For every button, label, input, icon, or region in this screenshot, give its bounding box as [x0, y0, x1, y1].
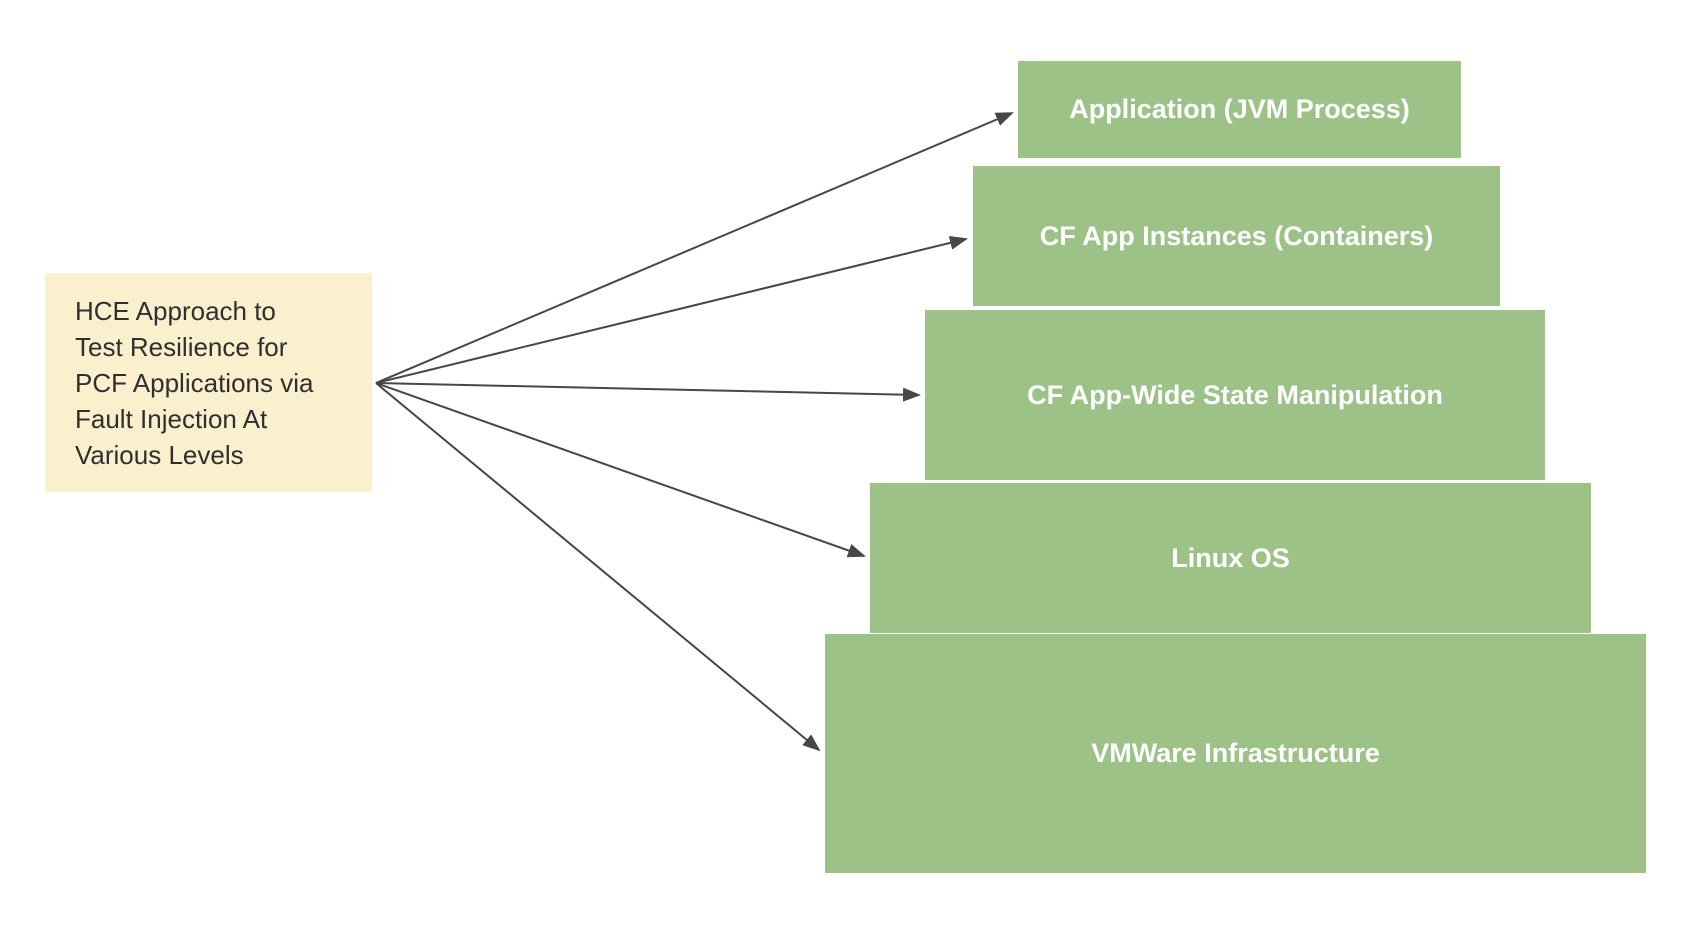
level-label-vmware-infrastructure: VMWare Infrastructure	[1091, 738, 1380, 768]
note-line-2: Test Resilience for	[75, 331, 288, 362]
level-label-cf-app-instances: CF App Instances (Containers)	[1039, 220, 1434, 251]
note-line-4: Fault Injection At	[75, 403, 268, 434]
arrow-to-application	[375, 112, 1014, 384]
note-line-3: PCF Applications via	[75, 367, 314, 398]
level-linux-os: Linux OS	[870, 483, 1591, 633]
arrow-to-cf-app-instances	[375, 235, 968, 384]
level-label-linux-os: Linux OS	[1171, 542, 1290, 573]
arrow-to-cf-app-wide-state	[375, 382, 921, 402]
arrow-to-vmware-infrastructure	[375, 382, 821, 752]
level-cf-app-wide-state-manipulation: CF App-Wide State Manipulation	[925, 310, 1545, 480]
level-vmware-infrastructure: VMWare Infrastructure	[825, 634, 1646, 873]
level-label-application: Application (JVM Process)	[1069, 94, 1410, 124]
level-application-jvm-process: Application (JVM Process)	[1018, 61, 1461, 158]
note-line-1: HCE Approach to	[75, 295, 276, 326]
level-label-cf-app-wide-state: CF App-Wide State Manipulation	[1027, 379, 1443, 410]
arrow-to-linux-os	[375, 382, 866, 558]
hce-approach-note: HCE Approach to Test Resilience for PCF …	[45, 273, 372, 492]
note-line-5: Various Levels	[75, 439, 244, 470]
level-cf-app-instances-containers: CF App Instances (Containers)	[973, 166, 1500, 306]
